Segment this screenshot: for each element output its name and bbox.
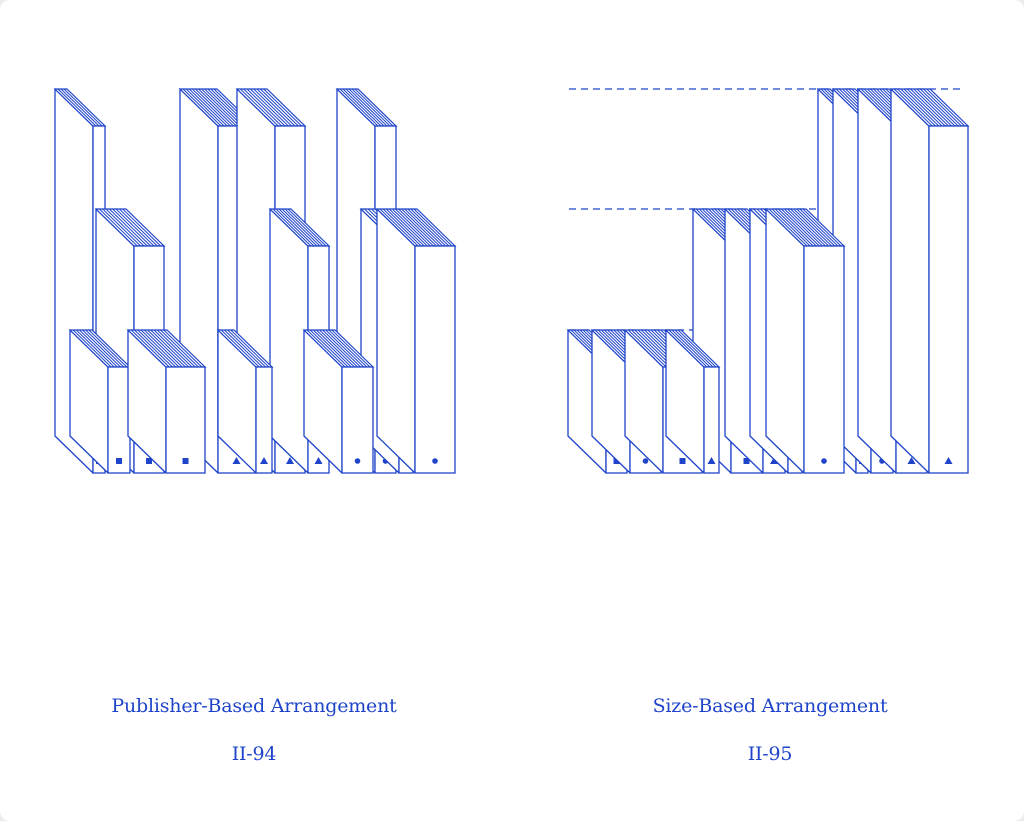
triangle-icon: [707, 457, 716, 464]
size-based-illustration: [566, 88, 970, 474]
square-icon: [182, 458, 189, 464]
book: [375, 208, 457, 474]
book: [68, 329, 132, 474]
size-based-plate-number: II-95: [747, 743, 793, 765]
publisher-based-caption: Publisher-Based Arrangement: [111, 695, 397, 717]
triangle-icon: [286, 457, 294, 464]
page-edge-lines: [68, 329, 132, 368]
size-based-caption: Size-Based Arrangement: [652, 695, 888, 717]
square-icon: [679, 458, 686, 464]
page-edge-lines: [375, 208, 457, 247]
page-edge-lines: [889, 88, 970, 127]
circle-icon: [432, 458, 438, 464]
triangle-icon: [260, 457, 268, 464]
book: [764, 208, 846, 474]
circle-icon: [821, 458, 827, 464]
circle-icon: [354, 458, 361, 464]
triangle-icon: [907, 457, 916, 464]
publisher-based-plate-number: II-94: [231, 743, 277, 765]
square-icon: [613, 458, 620, 464]
book: [216, 329, 274, 474]
book: [664, 329, 721, 474]
circle-icon: [642, 458, 649, 464]
book: [302, 329, 375, 474]
square-icon: [743, 458, 750, 464]
triangle-icon: [944, 457, 953, 464]
square-icon: [146, 458, 152, 464]
page-edge-lines: [235, 88, 307, 127]
page-edge-lines: [126, 329, 207, 368]
book: [126, 329, 207, 474]
page-edge-lines: [764, 208, 846, 247]
triangle-icon: [770, 457, 778, 464]
page-edge-lines: [94, 208, 166, 247]
square-icon: [116, 458, 122, 464]
triangle-icon: [314, 457, 323, 464]
publisher-based-illustration: [53, 88, 457, 474]
page-edge-lines: [268, 208, 331, 247]
page-edge-lines: [302, 329, 375, 368]
book: [889, 88, 970, 474]
triangle-icon: [232, 457, 241, 464]
page-edge-lines: [335, 88, 398, 127]
